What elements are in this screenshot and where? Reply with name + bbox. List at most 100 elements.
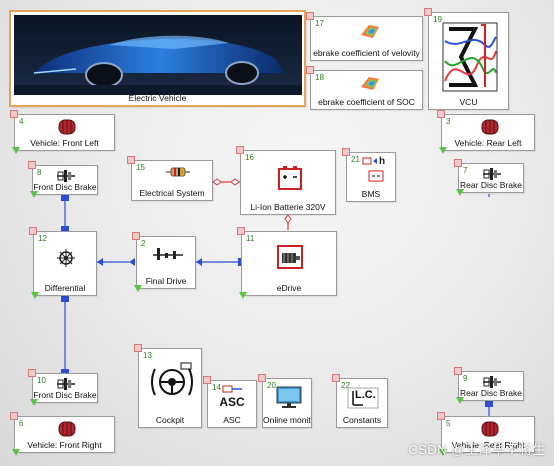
block-label: Li-Ion Batterie 320V [250, 202, 326, 212]
block-number: 16 [245, 153, 254, 162]
block-number: 18 [315, 73, 324, 82]
block-label: eDrive [276, 283, 302, 293]
block-flag [332, 374, 340, 382]
block-flag [127, 156, 135, 164]
wheel-icon [58, 119, 76, 135]
block-number: 4 [19, 117, 24, 126]
constants-icon-text: L.C. [355, 389, 376, 401]
port-connector [439, 147, 447, 154]
block-flag [134, 344, 142, 352]
port-connector [12, 147, 20, 154]
rear-disc-brake-bottom-block[interactable]: 9 Rear Disc Brake [454, 367, 524, 404]
vehicle-rear-right-block[interactable]: 5 Vehicle: Rear Right [437, 412, 535, 456]
vehicle-front-right-block[interactable]: 6 Vehicle: Front Right [10, 412, 115, 456]
monitor-icon [276, 386, 302, 408]
surface-map-icon [361, 77, 379, 90]
block-flag [29, 227, 37, 235]
constants-icon [347, 387, 379, 409]
asc-small-icon [222, 385, 242, 393]
electrical-system-block[interactable]: 15 Electrical System [127, 156, 213, 201]
block-flag [454, 367, 462, 375]
wheel-icon [481, 421, 499, 437]
block-label: Constants [342, 415, 382, 425]
port-connector [134, 285, 142, 292]
block-flag [342, 148, 350, 156]
wheel-icon [58, 421, 76, 437]
ebrake-soc-block[interactable]: 18 ebrake coefficient of SOC [306, 66, 423, 110]
bms-block[interactable]: 21 h BMS [342, 148, 396, 202]
constants-block[interactable]: 22 L.C. Constants [332, 374, 388, 428]
disc-brake-icon [57, 170, 75, 182]
block-number: 19 [433, 15, 442, 24]
rear-disc-brake-top-block[interactable]: 7 Rear Disc Brake [454, 159, 524, 196]
block-label: Vehicle: Front Right [27, 440, 102, 450]
port-connector [30, 399, 38, 406]
block-number: 15 [136, 163, 145, 172]
block-number: 12 [38, 234, 47, 243]
port-connector [31, 292, 39, 299]
block-flag [306, 66, 314, 74]
block-number: 8 [37, 168, 42, 177]
li-ion-battery-block[interactable]: 16 Li-Ion Batterie 320V [236, 146, 336, 215]
online-monitor-block[interactable]: 20 Online monito [258, 374, 312, 428]
block-flag [437, 412, 445, 420]
differential-block[interactable]: 12 Differential [29, 227, 97, 299]
block-number: 20 [267, 381, 276, 390]
block-number: 6 [19, 419, 24, 428]
wheel-icon [481, 119, 499, 135]
battery-icon [278, 166, 302, 190]
block-label: Electric Vehicle [128, 93, 187, 103]
port-connector [30, 191, 38, 198]
front-disc-brake-bottom-block[interactable]: 10 Front Disc Brake [28, 369, 98, 406]
sports-car-image [14, 15, 302, 95]
ebrake-velocity-block[interactable]: 17 ebrake coefficient of velovity [306, 12, 423, 61]
block-flag [236, 146, 244, 154]
block-flag [454, 159, 462, 167]
block-label: Rear Disc Brake [460, 388, 522, 398]
block-flag [10, 110, 18, 118]
bms-icon [362, 157, 384, 182]
port-connector [439, 449, 447, 456]
block-label: Front Disc Brake [33, 390, 97, 400]
block-number: 9 [463, 374, 468, 383]
block-number: 3 [446, 117, 451, 126]
bms-h-label: h [379, 156, 386, 167]
block-label: Final Drive [145, 276, 187, 286]
block-number: 13 [143, 351, 152, 360]
block-number: 11 [246, 234, 255, 243]
resistor-icon [166, 167, 190, 177]
edrive-block[interactable]: 11 eDrive [237, 227, 337, 299]
vehicle-front-left-block[interactable]: 4 Vehicle: Front Left [10, 110, 115, 154]
disc-brake-icon [483, 168, 501, 180]
asc-icon-text: ASC [219, 395, 245, 409]
block-label: ASC [223, 415, 241, 425]
vcu-block[interactable]: 19 VCU [424, 8, 509, 110]
block-label: Vehicle: Rear Left [454, 138, 522, 148]
final-drive-block[interactable]: 2 Final Drive [132, 232, 196, 292]
electric-vehicle-block[interactable]: Electric Vehicle [9, 10, 306, 107]
block-number: 7 [463, 166, 468, 175]
block-number: 5 [446, 419, 451, 428]
block-label: Vehicle: Rear Right [451, 440, 525, 450]
block-flag [28, 369, 36, 377]
block-flag [203, 376, 211, 384]
port-connector [456, 189, 464, 196]
block-flag [10, 412, 18, 420]
block-number: 22 [341, 381, 350, 390]
steering-wheel-icon [151, 362, 193, 396]
block-flag [28, 161, 36, 169]
block-label: Differential [44, 283, 86, 293]
port-connector [239, 292, 247, 299]
block-number: 10 [37, 376, 46, 385]
cockpit-block[interactable]: 13 Cockpit [134, 344, 202, 428]
vehicle-rear-left-block[interactable]: 3 Vehicle: Rear Left [437, 110, 535, 154]
differential-gear-icon [57, 249, 75, 267]
surface-map-icon [361, 25, 379, 38]
block-label: BMS [361, 189, 381, 199]
block-label: Front Disc Brake [33, 182, 97, 192]
asc-block[interactable]: 14 ASC ASC [203, 376, 257, 428]
front-disc-brake-top-block[interactable]: 8 Front Disc Brake [28, 161, 98, 198]
electric-motor-icon [277, 245, 303, 269]
block-flag [437, 110, 445, 118]
block-label: Cockpit [155, 415, 185, 425]
